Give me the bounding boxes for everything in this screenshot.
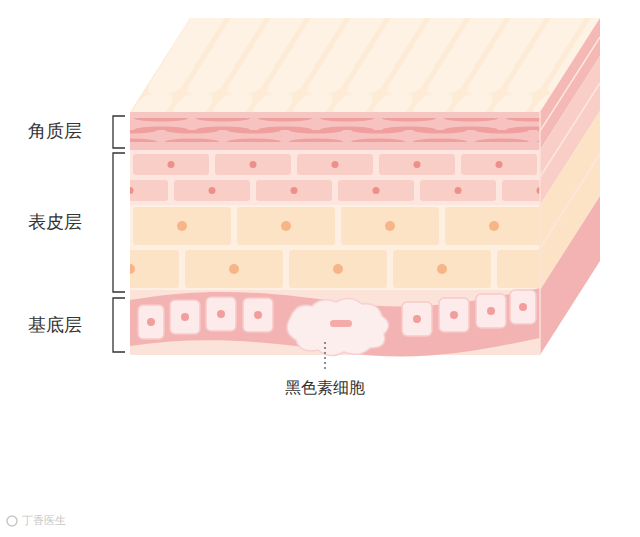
layer-label: 角质层 xyxy=(28,120,82,142)
cell-label: 黑色素细胞 xyxy=(285,378,365,397)
layer-label: 基底层 xyxy=(28,314,82,336)
watermark: 丁香医生 xyxy=(22,514,66,527)
layer-label: 表皮层 xyxy=(28,211,82,233)
